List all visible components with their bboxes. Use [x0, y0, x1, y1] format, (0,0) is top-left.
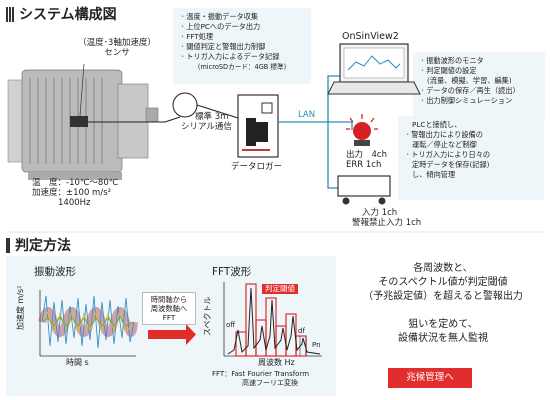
input-label: 入力 1ch 警報禁止入力 1ch: [352, 208, 422, 228]
data-logger-illustration: [237, 94, 279, 158]
fft-title: FFT波形: [212, 266, 252, 278]
plc-feature-list: PLCと接続し、 ・警報出力により設備の 運転／停止など制御 ・トリガ入力により…: [398, 116, 544, 200]
sensor-leader-line: [79, 63, 85, 117]
sign-management-button[interactable]: 兆候管理へ: [388, 368, 472, 388]
sensor-body: [70, 116, 88, 127]
fft-spectrum-chart: [223, 282, 322, 357]
plc-cart-illustration: [337, 175, 391, 205]
output-label: 出力 4ch ERR 1ch: [346, 150, 387, 170]
fft-y-axis-label: スペクトル: [203, 296, 212, 336]
lan-label: LAN: [298, 110, 316, 120]
summary-text: 各周波数と、 そのスペクトル値が判定閾値 （予兆設定値）を超えると警報出力: [363, 263, 523, 302]
logger-feature-list: ・温度・振動データ収集 ・上位PCへのデータ出力 ・FFT処理 ・閾値判定と警報…: [173, 8, 311, 84]
fft-note: FFT：Fast Fourier Transform 高速フーリエ変換: [212, 370, 310, 387]
sensor-specs: 温 度：-10℃～80℃ 加速度：±100 m/s² 1400Hz: [32, 178, 119, 208]
pc-title: OnSinView2: [342, 31, 399, 42]
judge-heading: 判定方法: [6, 235, 71, 255]
waveform-title: 振動波形: [34, 266, 76, 278]
cable-label: 標準 3m シリアル通信: [181, 112, 232, 132]
alarm-lamp-illustration: [346, 114, 378, 146]
fft-df-label: df: [298, 327, 305, 335]
sensor-note: （温度･3軸加速度） センサ: [78, 38, 156, 58]
pc-illustration: [327, 43, 421, 95]
pc-feature-list: ・振動波形のモニタ ・判定閾値の設定 (流量、模擬、学習、編集) ・データの保存…: [413, 52, 545, 118]
fft-arrow-label: 時間軸から 周波数軸へ FFT: [142, 292, 196, 325]
fft-pn-label: Pn: [312, 341, 321, 349]
waveform-y-axis-label: 加速度 m/s²: [16, 285, 25, 330]
fft-arrow: [148, 324, 196, 345]
fft-x-axis-label: 周波数 Hz: [258, 358, 295, 367]
fft-off-label: off: [226, 321, 236, 329]
system-diagram: [6, 43, 544, 233]
system-heading: システム構成図: [6, 4, 117, 24]
summary-aim-text: 狙いを定めて、 設備状況を無人監視: [398, 319, 488, 344]
waveform-x-axis-label: 時間 s: [66, 358, 89, 367]
judge-diagram: [38, 282, 322, 357]
threshold-label: 判定閾値: [262, 284, 298, 294]
vibration-waveform-chart: [38, 290, 138, 357]
logger-label: データロガー: [231, 162, 283, 172]
